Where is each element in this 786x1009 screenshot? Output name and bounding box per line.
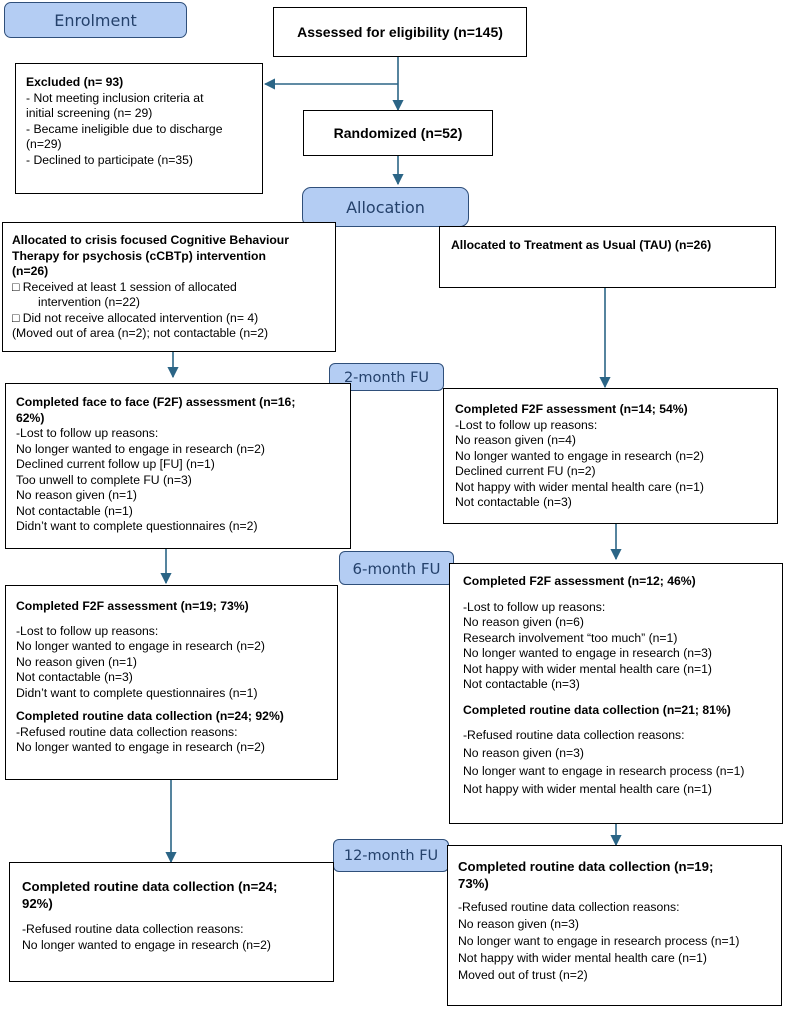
tau-12m-title-1: Completed routine data collection (n=19; [458, 859, 714, 874]
cbt-allocation-box: Allocated to crisis focused Cognitive Be… [2, 222, 336, 352]
cbt-2m-box: Completed face to face (F2F) assessment … [5, 383, 351, 549]
cbt-allocation-line-1: □ Received at least 1 session of allocat… [12, 279, 237, 294]
excluded-line-4: (n=29) [26, 137, 62, 151]
tau-6m-box: Completed F2F assessment (n=12; 46%) -Lo… [449, 563, 783, 824]
cbt-6m-line-2: No longer wanted to engage in research (… [16, 639, 265, 653]
cbt-6m-title-2: Completed routine data collection (n=24;… [16, 709, 284, 723]
cbt-6m-box: Completed F2F assessment (n=19; 73%) -Lo… [5, 585, 338, 780]
tau-6m-line-9: No longer want to engage in research pro… [463, 763, 745, 778]
randomized-box: Randomized (n=52) [303, 110, 493, 156]
tau-12m-line-5: Moved out of trust (n=2) [458, 967, 588, 982]
cbt-2m-line-3: Declined current follow up [FU] (n=1) [16, 457, 215, 471]
tau-12m-title-2: 73%) [458, 876, 489, 891]
cbt-2m-title-2: 62%) [16, 410, 45, 425]
tau-allocation-box: Allocated to Treatment as Usual (TAU) (n… [439, 226, 776, 288]
cbt-6m-line-1: -Lost to follow up reasons: [16, 623, 159, 638]
tau-6m-line-6: Not contactable (n=3) [463, 677, 580, 691]
tau-6m-line-10: Not happy with wider mental health care … [463, 781, 712, 796]
excluded-box: Excluded (n= 93) - Not meeting inclusion… [15, 63, 263, 194]
cbt-6m-line-5: Didn’t want to complete questionnaires (… [16, 685, 258, 700]
stage-6-month-fu: 6-month FU [339, 551, 454, 585]
tau-6m-line-2: No reason given (n=6) [463, 615, 584, 629]
cbt-allocation-line-4: (Moved out of area (n=2); not contactabl… [12, 326, 269, 340]
tau-12m-line-3: No longer want to engage in research pro… [458, 933, 740, 948]
tau-2m-line-6: Not contactable (n=3) [455, 495, 572, 509]
cbt-6m-line-4: Not contactable (n=3) [16, 670, 133, 684]
tau-12m-line-1: -Refused routine data collection reasons… [458, 900, 680, 914]
tau-6m-line-8: No reason given (n=3) [463, 745, 584, 760]
excluded-title: Excluded (n= 93) [26, 75, 124, 89]
stage-enrolment: Enrolment [4, 2, 187, 38]
cbt-6m-spacer-1 [16, 615, 337, 624]
cbt-2m-line-4: Too unwell to complete FU (n=3) [16, 472, 192, 487]
cbt-12m-box: Completed routine data collection (n=24;… [9, 862, 334, 982]
cbt-2m-line-2: No longer wanted to engage in research (… [16, 441, 265, 456]
stage-allocation: Allocation [302, 187, 469, 227]
cbt-6m-spacer-2 [16, 701, 337, 709]
tau-6m-line-1: -Lost to follow up reasons: [463, 599, 606, 614]
cbt-2m-title-1: Completed face to face (F2F) assessment … [16, 395, 296, 409]
tau-6m-spacer-3 [463, 718, 782, 728]
tau-6m-spacer-2 [463, 693, 782, 703]
tau-6m-spacer-1 [463, 590, 782, 600]
assessed-text: Assessed for eligibility (n=145) [297, 24, 503, 40]
cbt-allocation-line-2: intervention (n=22) [38, 295, 140, 309]
cbt-2m-line-1: -Lost to follow up reasons: [16, 426, 159, 440]
tau-2m-line-2: No reason given (n=4) [455, 433, 576, 447]
cbt-6m-line-6: -Refused routine data collection reasons… [16, 724, 238, 739]
tau-6m-title-1: Completed F2F assessment (n=12; 46%) [463, 574, 696, 588]
cbt-12m-spacer [22, 912, 333, 922]
cbt-12m-line-2: No longer wanted to engage in research (… [22, 937, 271, 952]
assessed-box: Assessed for eligibility (n=145) [273, 7, 527, 57]
stage-12-month-fu: 12-month FU [333, 839, 449, 872]
cbt-6m-line-3: No reason given (n=1) [16, 654, 137, 669]
tau-6m-line-5: Not happy with wider mental health care … [463, 661, 712, 676]
tau-12m-box: Completed routine data collection (n=19;… [447, 845, 782, 1006]
excluded-line-3: - Became ineligible due to discharge [26, 121, 223, 136]
cbt-6m-line-7: No longer wanted to engage in research (… [16, 740, 265, 754]
tau-6m-line-7: -Refused routine data collection reasons… [463, 728, 685, 742]
tau-2m-line-5: Not happy with wider mental health care … [455, 479, 704, 494]
tau-6m-title-2: Completed routine data collection (n=21;… [463, 702, 731, 717]
cbt-12m-title-2: 92%) [22, 896, 53, 911]
tau-12m-line-2: No reason given (n=3) [458, 916, 579, 931]
cbt-allocation-title-3: (n=26) [12, 264, 49, 278]
cbt-2m-line-7: Didn’t want to complete questionnaires (… [16, 519, 258, 533]
tau-12m-spacer [458, 892, 781, 900]
cbt-6m-title-1: Completed F2F assessment (n=19; 73%) [16, 599, 249, 613]
cbt-allocation-title-2: Therapy for psychosis (cCBTp) interventi… [12, 248, 266, 263]
cbt-allocation-line-3: □ Did not receive allocated intervention… [12, 310, 259, 325]
randomized-text: Randomized (n=52) [333, 125, 463, 141]
tau-2m-line-4: Declined current FU (n=2) [455, 464, 596, 478]
tau-2m-box: Completed F2F assessment (n=14; 54%) -Lo… [443, 388, 778, 524]
excluded-line-1: - Not meeting inclusion criteria at [26, 90, 204, 105]
cbt-12m-title-1: Completed routine data collection (n=24; [22, 879, 278, 894]
tau-2m-line-1: -Lost to follow up reasons: [455, 417, 598, 432]
excluded-line-5: - Declined to participate (n=35) [26, 152, 193, 167]
cbt-12m-line-1: -Refused routine data collection reasons… [22, 922, 244, 936]
cbt-2m-line-6: Not contactable (n=1) [16, 503, 133, 518]
tau-6m-line-4: No longer wanted to engage in research (… [463, 646, 712, 660]
tau-allocation-title: Allocated to Treatment as Usual (TAU) (n… [451, 238, 712, 252]
cbt-allocation-title-1: Allocated to crisis focused Cognitive Be… [12, 233, 289, 247]
tau-2m-line-3: No longer wanted to engage in research (… [455, 448, 704, 463]
excluded-line-2: initial screening (n= 29) [26, 106, 153, 120]
tau-12m-line-4: Not happy with wider mental health care … [458, 950, 707, 965]
tau-2m-title: Completed F2F assessment (n=14; 54%) [455, 402, 688, 416]
cbt-2m-line-5: No reason given (n=1) [16, 488, 137, 502]
tau-6m-line-3: Research involvement “too much” (n=1) [463, 630, 678, 645]
